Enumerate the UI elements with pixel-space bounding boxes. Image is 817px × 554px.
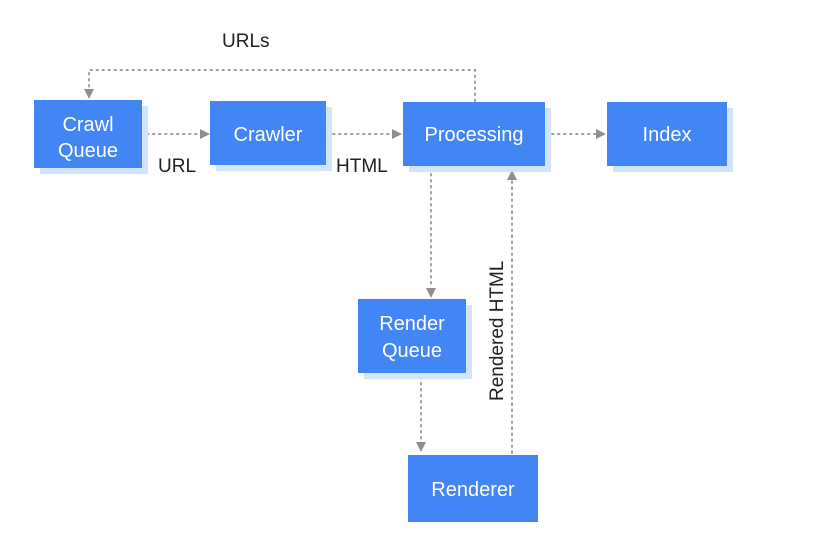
node-index: Index	[607, 102, 733, 172]
node-crawl-queue-line2: Queue	[58, 140, 118, 162]
node-processing-label: Processing	[425, 124, 524, 146]
node-index-label: Index	[643, 124, 692, 146]
label-rendered-html: Rendered HTML	[487, 261, 508, 401]
node-crawler: Crawler	[210, 101, 332, 171]
edge-labels: URLs URL HTML Rendered HTML	[158, 31, 508, 401]
label-urls: URLs	[222, 31, 270, 52]
arrowhead-crawler	[200, 129, 210, 139]
node-crawler-label: Crawler	[234, 124, 303, 146]
label-html: HTML	[336, 156, 388, 177]
arrowhead-renderer	[416, 442, 426, 452]
node-processing: Processing	[403, 102, 551, 172]
arrowhead-render-queue	[426, 288, 436, 298]
node-crawl-queue-line1: Crawl	[62, 114, 113, 136]
arrowhead-crawl-queue	[84, 89, 94, 99]
node-render-queue-line2: Queue	[382, 340, 442, 362]
arrowhead-processing-return	[507, 170, 517, 180]
node-renderer: Renderer	[408, 455, 538, 522]
node-renderer-label: Renderer	[431, 479, 515, 501]
edges	[84, 69, 606, 454]
node-crawl-queue: Crawl Queue	[34, 100, 148, 174]
arrowhead-index	[596, 129, 606, 139]
label-url: URL	[158, 156, 196, 177]
node-render-queue: Render Queue	[358, 299, 472, 379]
edge-processing-to-crawl-queue	[88, 69, 476, 102]
arrowhead-processing	[392, 129, 402, 139]
node-render-queue-line1: Render	[379, 313, 445, 335]
